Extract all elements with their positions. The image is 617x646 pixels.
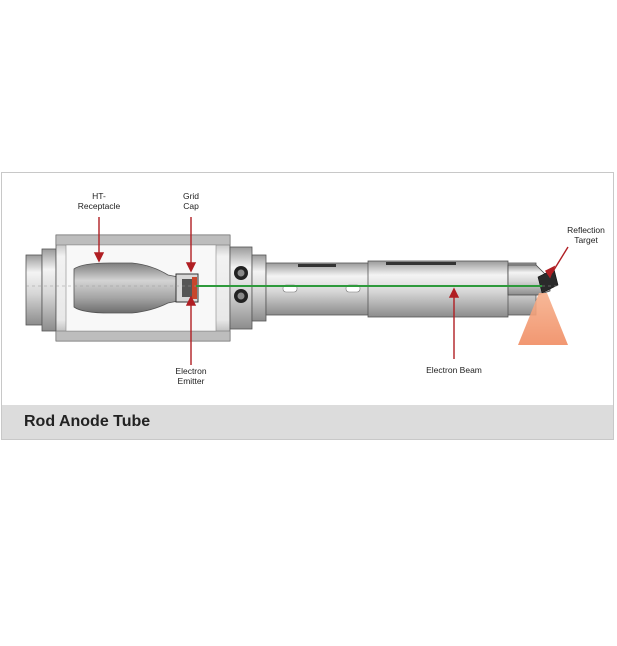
end-flange: [25, 254, 43, 326]
label-electron-emitter-line2: Emitter: [177, 376, 205, 386]
connector-port-top-inner: [237, 269, 245, 277]
connector-collar: [251, 254, 267, 322]
rod-slot-2: [386, 262, 456, 265]
electron-emitter-core: [182, 279, 192, 297]
label-grid-cap-line2: Cap: [183, 201, 199, 211]
rod-slot-1: [298, 264, 336, 267]
label-grid-cap: Grid Cap: [176, 191, 206, 211]
label-electron-beam: Electron Beam: [426, 365, 482, 375]
end-flange-inner: [41, 248, 57, 332]
xray-emission-cone: [518, 293, 568, 345]
label-electron-emitter-line1: Electron: [175, 366, 207, 376]
label-grid-cap-line1: Grid: [182, 191, 200, 201]
target-head: [507, 264, 551, 296]
pointer-lines: [93, 217, 569, 365]
housing-band-bottom: [55, 330, 231, 342]
label-reflection-target-line1: Reflection: [567, 225, 605, 235]
pointer-reflection-target-arrow: [544, 265, 556, 279]
label-reflection-target: Reflection Target: [562, 225, 610, 245]
caption-bar: Rod Anode Tube: [2, 405, 613, 439]
pointer-electron-emitter-arrow: [185, 295, 197, 306]
connector-port-bottom-inner: [237, 292, 245, 300]
connector-block: [229, 246, 253, 330]
emitter-highlight: [192, 277, 197, 299]
label-ht-receptacle: HT- Receptacle: [76, 191, 122, 211]
diagram-title: Rod Anode Tube: [24, 413, 151, 430]
rod-anode-section: [367, 260, 509, 318]
pointer-reflection-target: [551, 246, 569, 274]
rod-anode-tube-diagram: [25, 217, 569, 365]
diagram-panel: HT- Receptacle Grid Cap Electron Emitter…: [1, 172, 614, 440]
label-reflection-target-line2: Target: [574, 235, 598, 245]
label-electron-emitter: Electron Emitter: [168, 366, 214, 386]
pointer-grid-cap-arrow: [185, 262, 197, 273]
pointer-electron-beam-arrow: [448, 287, 460, 298]
pointer-ht-receptacle-arrow: [93, 252, 105, 263]
label-ht-receptacle-line1: HT-: [92, 191, 106, 201]
housing-band-top: [55, 234, 231, 246]
label-ht-receptacle-line2: Receptacle: [77, 201, 121, 211]
